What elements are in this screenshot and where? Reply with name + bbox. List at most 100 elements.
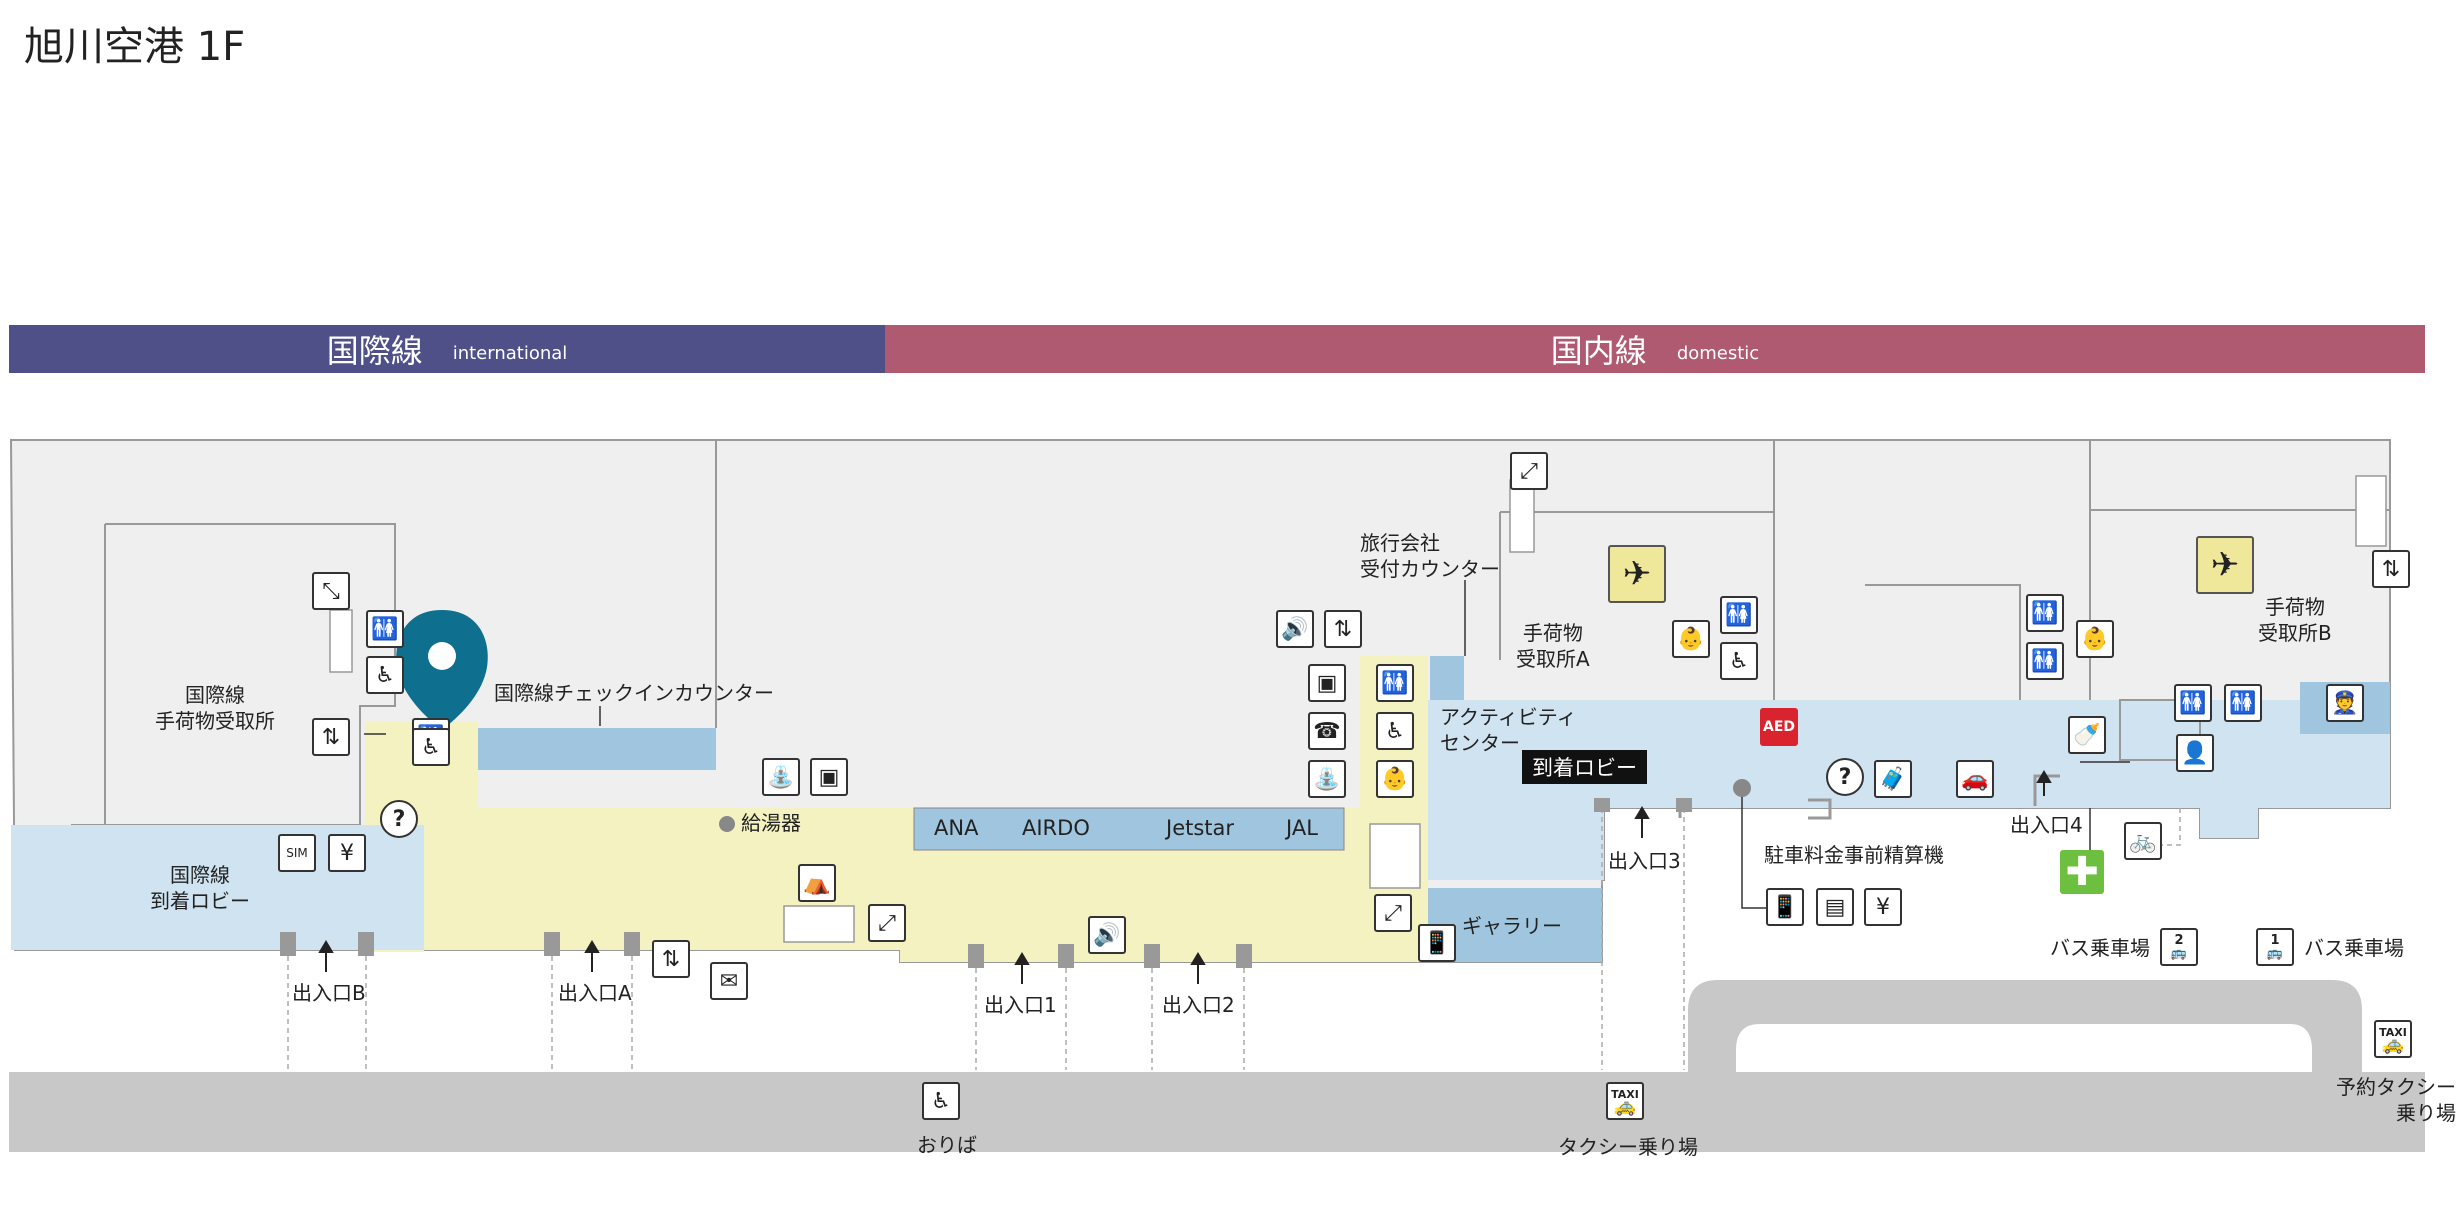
- taxi-stand-icon: TAXI🚕: [1606, 1082, 1644, 1120]
- restroom-icon: 🚻: [2026, 594, 2064, 632]
- domestic-band-en: domestic: [1676, 342, 1760, 364]
- arrival-plane-icon: ✈: [2196, 536, 2254, 594]
- bus-stop-1-label: バス乗車場: [2304, 936, 2404, 960]
- gallery-zone: [1428, 888, 1602, 962]
- currency-exchange-icon: ¥: [1864, 888, 1902, 926]
- activity-center-label: アクティビティ センター: [1440, 705, 1577, 755]
- hot-water-label: 給湯器: [741, 811, 801, 835]
- baggage-b-label: 手荷物 受取所B: [2258, 595, 2332, 645]
- intl-checkin-counter: [478, 728, 716, 770]
- parking-machine-label: 駐車料金事前精算機: [1764, 843, 1944, 867]
- stairs-right: [2355, 475, 2387, 547]
- ticket-machine-icon: ▤: [1816, 888, 1854, 926]
- escalator-icon: ⤢: [868, 904, 906, 942]
- parking-machine-dot: [1733, 779, 1751, 797]
- smartphone-icon: 📱: [1766, 888, 1804, 926]
- yellow-zone: [365, 722, 1426, 962]
- travel-agency-label: 旅行会社 受付カウンター: [1360, 531, 1500, 581]
- baby-room-icon: 👶: [1376, 760, 1414, 798]
- counter-jal: JAL: [1286, 816, 1318, 840]
- counter-airdo: AIRDO: [1022, 816, 1090, 840]
- bus-2-number: 2: [2174, 933, 2184, 948]
- question-icon: ?: [1826, 758, 1864, 796]
- luggage-service-icon: 🧳: [1874, 760, 1912, 798]
- bus-stop-2-label: バス乗車場: [2050, 936, 2150, 960]
- escalator-icon: ⤡: [312, 572, 350, 610]
- baggage-a-label: 手荷物 受取所A: [1516, 621, 1590, 671]
- international-band: 国際線 international: [9, 325, 885, 373]
- phone-icon: ☎: [1308, 712, 1346, 750]
- restroom-icon: 🚻: [2224, 684, 2262, 722]
- sim-icon: SIM: [278, 834, 316, 872]
- nursing-room-icon: 👤: [2176, 734, 2214, 772]
- stairs-intl: [329, 609, 353, 673]
- elevator-icon: ⇅: [1324, 610, 1362, 648]
- baby-changing-icon: 👶: [2076, 620, 2114, 658]
- reserved-taxi-icon: TAXI🚕: [2374, 1020, 2412, 1058]
- taxi-text: TAXI: [1611, 1088, 1639, 1101]
- baby-changing-icon: 👶: [1672, 620, 1710, 658]
- restroom-icon: 🚻: [366, 610, 404, 648]
- bicycle-icon: 🚲: [2124, 822, 2162, 860]
- page-title: 旭川空港 1F: [24, 24, 246, 70]
- speaker-icon: 🔊: [1088, 916, 1126, 954]
- stairs-top: [1509, 479, 1535, 553]
- drinking-fountain-icon: ⛲: [1308, 760, 1346, 798]
- massage-chair-icon: ⛺: [798, 864, 836, 902]
- location-marker: [396, 610, 488, 730]
- intl-checkin-label: 国際線チェックインカウンター: [494, 681, 774, 705]
- bus-loop: [1688, 980, 2362, 1072]
- intl-arrival-label: 国際線 到着ロビー: [150, 863, 250, 913]
- elevator-icon: ⇅: [2372, 550, 2410, 588]
- restroom-icon: 🚻: [1720, 596, 1758, 634]
- accessible-restroom-icon: ♿: [1376, 712, 1414, 750]
- wheelchair-icon: ♿: [922, 1082, 960, 1120]
- bus-1-number: 1: [2270, 933, 2280, 948]
- stairs-corridor: [1369, 823, 1421, 889]
- counter-ana: ANA: [934, 816, 979, 840]
- road: [9, 1072, 2425, 1152]
- first-aid-icon: ✚: [2060, 849, 2104, 895]
- entrance-4-label: 出入口4: [2010, 813, 2083, 837]
- intl-arrival-zone: [11, 825, 424, 950]
- locker-icon: ▣: [1308, 664, 1346, 702]
- accessible-restroom-icon: ♿: [366, 656, 404, 694]
- accessible-restroom-icon: ♿: [1720, 642, 1758, 680]
- international-band-en: international: [452, 342, 568, 364]
- arrival-plane-icon: ✈: [1608, 545, 1666, 603]
- rental-car-icon: 🚗: [1956, 760, 1994, 798]
- international-band-jp: 国際線: [326, 332, 423, 370]
- stairs-center: [783, 905, 855, 943]
- entrance-a-label: 出入口A: [558, 981, 632, 1005]
- activity-counter: [1430, 656, 1464, 700]
- domestic-counter-strip: [913, 807, 1345, 851]
- elevator-icon: ⇅: [652, 940, 690, 978]
- intl-baggage-label: 国際線 手荷物受取所: [155, 683, 275, 733]
- elevator-icon: ⇅: [312, 718, 350, 756]
- police-icon: 👮: [2326, 684, 2364, 722]
- restroom-icon: 🚻: [1376, 664, 1414, 702]
- mail-icon: ✉: [710, 962, 748, 1000]
- baby-room-icon: 🍼: [2068, 716, 2106, 754]
- accessible-restroom-icon: ♿: [412, 728, 450, 766]
- domestic-band: 国内線 domestic: [885, 325, 2425, 373]
- entrance-2-label: 出入口2: [1162, 993, 1235, 1017]
- accessible-restroom-icon: 🚻: [2026, 642, 2064, 680]
- arrival-lobby-tag: 到着ロビー: [1522, 750, 1647, 784]
- counter-jetstar: Jetstar: [1166, 816, 1235, 840]
- entrance-1-label: 出入口1: [984, 993, 1057, 1017]
- gallery-label: ギャラリー: [1462, 914, 1562, 938]
- escalator-icon: ⤢: [1374, 894, 1412, 932]
- restroom-icon: 🚻: [2174, 684, 2212, 722]
- reserved-taxi-label: 予約タクシー 乗り場: [2336, 1075, 2456, 1125]
- drinking-fountain-icon: ⛲: [762, 758, 800, 796]
- escalator-icon: ⤢: [1510, 452, 1548, 490]
- hot-water-dot: [719, 816, 735, 832]
- speaker-icon: 🔊: [1276, 610, 1314, 648]
- entrance-b-label: 出入口B: [292, 981, 366, 1005]
- domestic-band-jp: 国内線: [1550, 332, 1647, 370]
- bus-stop-2-icon: 2🚌: [2160, 928, 2198, 966]
- entrance-3-label: 出入口3: [1608, 849, 1681, 873]
- locker-icon: ▣: [810, 758, 848, 796]
- dropoff-label: おりば: [917, 1133, 977, 1157]
